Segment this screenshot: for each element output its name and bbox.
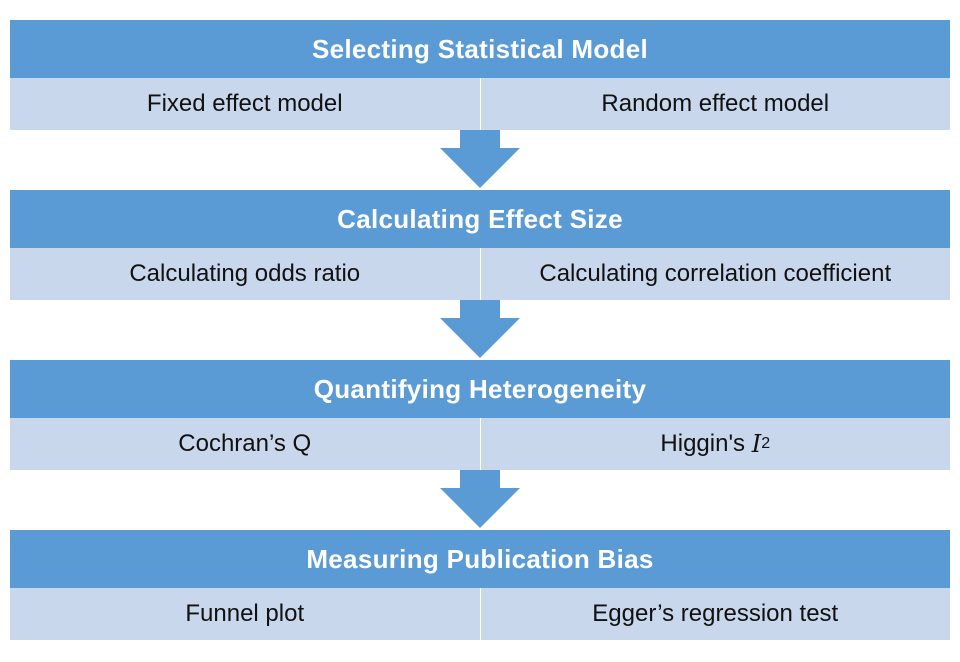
option-odds-ratio: Calculating odds ratio xyxy=(10,248,481,300)
down-arrow-icon xyxy=(440,300,520,358)
stage-selecting-model: Selecting Statistical Model Fixed effect… xyxy=(10,20,950,130)
stage-title: Measuring Publication Bias xyxy=(10,530,950,588)
stage-effect-size: Calculating Effect Size Calculating odds… xyxy=(10,190,950,300)
stage-title: Quantifying Heterogeneity xyxy=(10,360,950,418)
i-variable: I xyxy=(751,430,762,458)
superscript-two: 2 xyxy=(761,435,771,452)
option-cochrans-q: Cochran’s Q xyxy=(10,418,481,470)
stage-title: Selecting Statistical Model xyxy=(10,20,950,78)
stage-heterogeneity: Quantifying Heterogeneity Cochran’s Q Hi… xyxy=(10,360,950,470)
option-correlation-coefficient: Calculating correlation coefficient xyxy=(539,260,892,287)
option-higgins-i2: Higgin's I 2 xyxy=(481,418,951,470)
option-funnel-plot: Funnel plot xyxy=(10,588,481,640)
option-random-effect: Random effect model xyxy=(601,90,830,117)
stage-options: Funnel plot Egger’s regression test xyxy=(10,588,950,640)
option-eggers-test: Egger’s regression test xyxy=(592,600,839,627)
stage-options: Fixed effect model Random effect model xyxy=(10,78,950,130)
stage-title: Calculating Effect Size xyxy=(10,190,950,248)
option-fixed-effect: Fixed effect model xyxy=(10,78,481,130)
higgins-label: Higgin's xyxy=(660,430,752,457)
down-arrow-icon xyxy=(440,130,520,188)
stage-options: Calculating odds ratio Calculating corre… xyxy=(10,248,950,300)
stage-options: Cochran’s Q Higgin's I 2 xyxy=(10,418,950,470)
down-arrow-icon xyxy=(440,470,520,528)
stage-publication-bias: Measuring Publication Bias Funnel plot E… xyxy=(10,530,950,640)
